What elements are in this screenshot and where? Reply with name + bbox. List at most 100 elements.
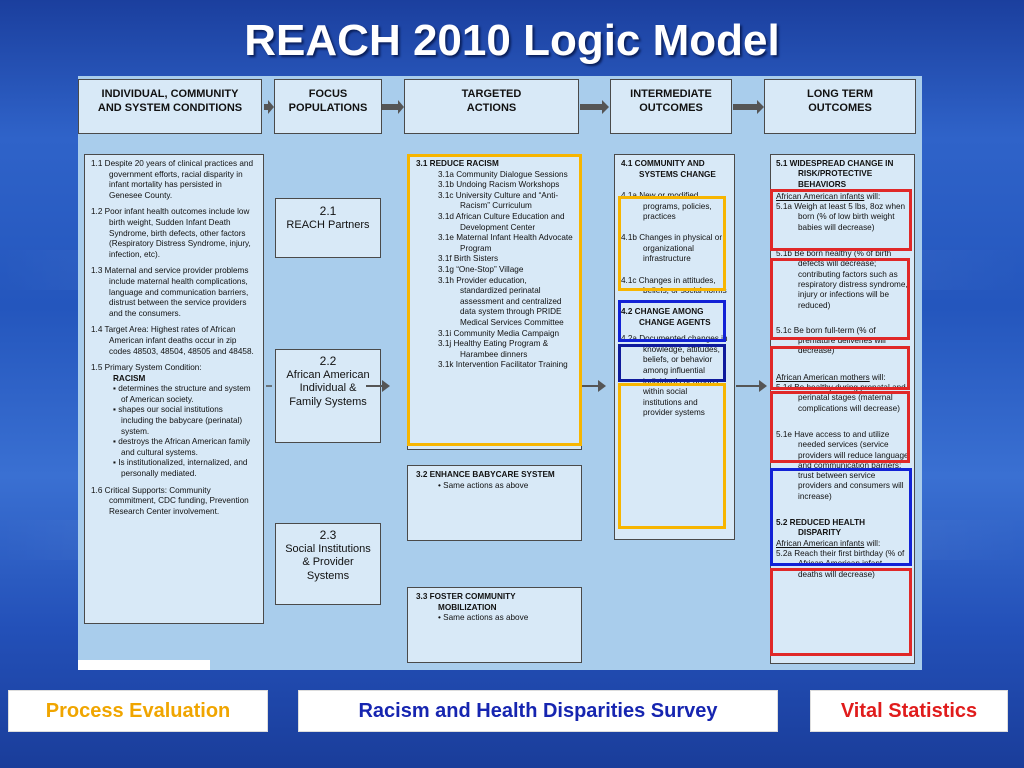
arrow-icon [759,380,767,392]
action-item: 3.1b Undoing Racism Workshops [438,180,560,190]
header-arrows [264,100,764,114]
slide-title: REACH 2010 Logic Model [244,16,780,65]
action-enhance-babycare: 3.2 ENHANCE BABYCARE SYSTEM • Same actio… [407,465,582,541]
focus-social-institutions: 2.3 Social Institutions & Provider Syste… [275,523,381,605]
action-item: 3.1j Healthy Eating Program & Harambee d… [438,339,549,359]
action-reduce-racism: 3.1 REDUCE RACISM 3.1a Community Dialogu… [407,154,582,450]
longterm-subject: African American infants [776,191,865,201]
header-intermediate: INTERMEDIATE OUTCOMES [610,79,732,134]
highlight-gold-4-2a [618,383,726,529]
focus-label: Social Institutions & Provider Systems [285,542,371,582]
focus-label: African American Individual & Family Sys… [286,368,370,408]
action-3-3-heading: 3.3 FOSTER COMMUNITY MOBILIZATION [416,592,516,612]
condition-bullet-text: Is institutionalized, internalized, and … [118,458,248,479]
header-longterm-line1: LONG TERM [807,88,873,100]
highlight-gold-4-1a [618,196,726,291]
arrow-icon [382,380,390,392]
condition-1-6: 1.6 Critical Supports: Community commitm… [91,485,249,516]
header-conditions-line1: INDIVIDUAL, COMMUNITY [101,88,239,100]
condition-bullet: ▪ determines the structure and system of… [113,384,251,404]
header-intermediate-line2: OUTCOMES [639,102,703,114]
header-actions-line1: TARGETED [461,88,522,100]
condition-bullet: ▪ shapes our social institutions includi… [113,405,243,436]
arrow-icon [598,380,606,392]
action-item: 3.1d African Culture Education and Devel… [438,211,565,232]
longterm-5-1a: 5.1a Weigh at least 5 lbs, 8oz when born… [776,202,906,232]
header-actions-line2: ACTIONS [466,102,517,114]
intermediate-4-1-heading: 4.1 COMMUNITY AND SYSTEMS CHANGE [621,159,716,179]
focus-number: 2.1 [319,204,337,218]
condition-bullet: ▪ Is institutionalized, internalized, an… [113,458,248,479]
longterm-mothers-subject: African American mothers will: [776,373,909,383]
header-conditions: INDIVIDUAL, COMMUNITY AND SYSTEM CONDITI… [78,79,262,134]
condition-bullet-text: determines the structure and system of A… [118,384,251,404]
focus-number: 2.2 [319,354,337,368]
condition-1-4: 1.4 Target Area: Highest rates of Africa… [91,325,254,356]
action-3-1-items: 3.1a Community Dialogue Sessions 3.1b Un… [416,170,573,371]
condition-1-3: 1.3 Maternal and service provider proble… [91,266,249,318]
header-focus-line2: POPULATIONS [288,102,368,114]
longterm-5-2-heading: 5.2 REDUCED HEALTH DISPARITY [776,518,866,538]
action-item: 3.1a Community Dialogue Sessions [438,169,568,179]
longterm-infants-subject: African American infants will: [776,192,909,202]
panel-corner-strip [78,660,210,670]
highlight-red-5-1d [770,391,910,463]
header-actions: TARGETED ACTIONS [404,79,579,134]
longterm-will: will: [864,191,881,201]
longterm-infants-subject-2: African American infants will: [776,539,909,549]
arrow-icon [264,100,274,114]
intermediate-4-2-heading: 4.2 CHANGE AMONG CHANGE AGENTS [621,306,711,327]
longterm-5-1-heading: 5.1 WIDESPREAD CHANGE IN RISK/PROTECTIVE… [776,159,894,189]
longterm-5-1e: 5.1e Have access to and utilize needed s… [776,429,909,501]
action-3-1-heading: 3.1 REDUCE RACISM [416,159,499,168]
highlight-blue-5-1e [770,468,912,566]
vital-statistics-label: Vital Statistics [810,690,1008,732]
action-3-2-heading: 3.2 ENHANCE BABYCARE SYSTEM [416,470,555,479]
header-conditions-line2: AND SYSTEM CONDITIONS [97,102,243,114]
focus-number: 2.3 [319,528,337,542]
action-item: 3.1i Community Media Campaign [438,328,560,338]
longterm-5-1b: 5.1b Be born healthy (% of birth defects… [776,249,908,310]
highlight-red-5-1c [770,346,910,390]
logic-model-panel: INDIVIDUAL, COMMUNITY AND SYSTEM CONDITI… [78,76,922,670]
condition-1-1: 1.1 Despite 20 years of clinical practic… [91,159,254,200]
longterm-box: 5.1 WIDESPREAD CHANGE IN RISK/PROTECTIVE… [770,154,915,664]
intermediate-4-1a: 4.1a New or modified programs, policies,… [621,191,712,222]
longterm-subject: African American infants [776,538,865,548]
longterm-5-1c: 5.1c Be born full-term (% of premature d… [776,325,886,356]
action-item: 3.1f Birth Sisters [438,254,499,264]
highlight-gold-actions [407,154,582,446]
conditions-box: 1.1 Despite 20 years of clinical practic… [84,154,264,624]
action-item: 3.1h Provider education, standardized pe… [438,275,564,327]
arrow-icon [733,100,764,114]
arrow-icon [580,100,609,114]
action-item: 3.1k Intervention Facilitator Training [438,360,568,370]
header-focus: FOCUS POPULATIONS [274,79,382,134]
condition-1-5: 1.5 Primary System Condition: [91,363,202,373]
condition-bullet-text: shapes our social institutions including… [118,405,243,436]
arrow-icon [382,100,404,114]
racism-survey-label: Racism and Health Disparities Survey [298,690,778,732]
action-item: 3.1c University Culture and “Anti-Racism… [438,190,559,211]
action-3-3-bullet: • Same actions as above [438,613,529,623]
header-focus-line1: FOCUS [308,88,348,100]
body-arrows [266,380,767,392]
action-3-2-bullet: • Same actions as above [438,480,529,490]
intermediate-box: 4.1 COMMUNITY AND SYSTEMS CHANGE 4.1a Ne… [614,154,735,540]
header-longterm: LONG TERM OUTCOMES [764,79,916,134]
process-evaluation-label: Process Evaluation [8,690,268,732]
highlight-red-5-1b [770,258,910,340]
intermediate-4-1b: 4.1b Changes in physical or organization… [621,232,723,264]
action-foster-mobilization: 3.3 FOSTER COMMUNITY MOBILIZATION • Same… [407,587,582,663]
longterm-will: will: [864,538,881,548]
highlight-navy-4-2 [618,344,726,382]
header-longterm-line2: OUTCOMES [808,102,872,114]
condition-1-2: 1.2 Poor infant health outcomes include … [91,207,251,259]
highlight-red-5-1a [770,189,912,251]
longterm-subject: African American mothers [776,372,870,382]
highlight-blue-4-1c [618,300,726,342]
condition-racism: RACISM [113,373,146,383]
focus-african-american-families: 2.2 African American Individual & Family… [275,349,381,443]
condition-bullet-text: destroys the African American family and… [118,437,251,457]
longterm-will: will: [869,372,886,382]
